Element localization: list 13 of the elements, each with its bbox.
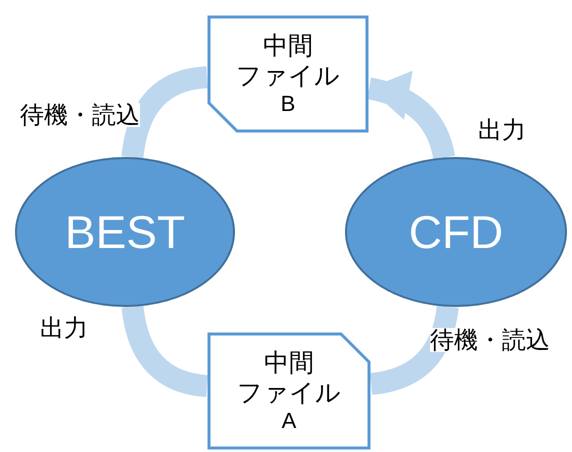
- edge-label: 待機・読込: [430, 328, 550, 352]
- node-label: ファイル: [236, 60, 340, 91]
- node-label: B: [280, 90, 296, 118]
- edge-label: 待機・読込: [20, 103, 140, 127]
- file-box: [207, 15, 369, 133]
- file-box: [207, 332, 371, 450]
- node-label: CFD: [408, 209, 504, 255]
- node-label: 中間: [264, 348, 314, 378]
- node-label: BEST: [64, 209, 186, 255]
- node-label: A: [282, 408, 296, 434]
- cycle-arrow: [366, 72, 455, 160]
- node-label: ファイル: [237, 378, 341, 408]
- node-label: 中間: [263, 30, 313, 61]
